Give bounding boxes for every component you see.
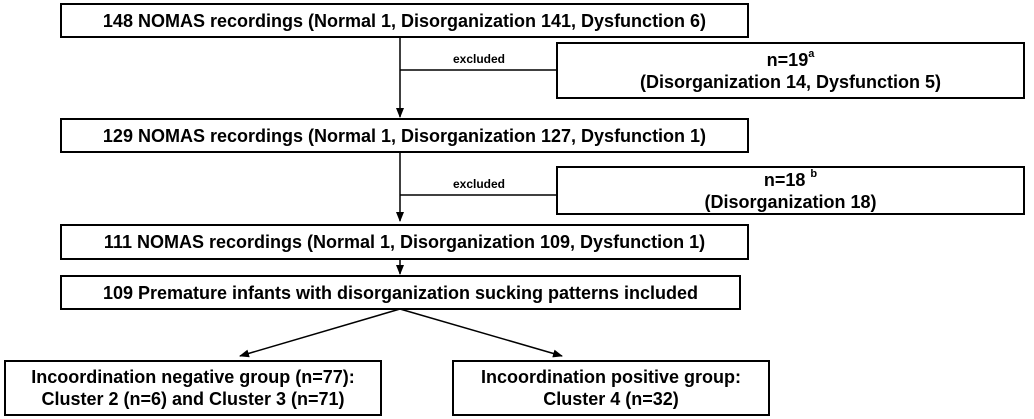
negative-group-box: Incoordination negative group (n=77): Cl… — [4, 360, 382, 416]
step3-text: 111 NOMAS recordings (Normal 1, Disorgan… — [103, 232, 706, 252]
arrow-to-positive-group — [399, 308, 563, 358]
exclusion2-box: n=18 b (Disorganization 18) — [556, 166, 1025, 215]
exclusion1-box: n=19a (Disorganization 14, Dysfunction 5… — [556, 42, 1025, 99]
exclusion2-count: n=18 b — [763, 167, 818, 190]
step1-text: 148 NOMAS recordings (Normal 1, Disorgan… — [102, 10, 707, 31]
step4-box: 109 Premature infants with disorganizati… — [60, 275, 741, 310]
exclusion1-detail: (Disorganization 14, Dysfunction 5) — [639, 71, 942, 92]
exclusion2-marker: b — [810, 167, 818, 180]
positive-group-box: Incoordination positive group: Cluster 4… — [452, 360, 770, 416]
arrow-to-negative-group — [239, 308, 401, 358]
step1-box: 148 NOMAS recordings (Normal 1, Disorgan… — [60, 3, 749, 38]
exclusion1-marker: a — [808, 47, 815, 60]
negative-group-line2: Cluster 2 (n=6) and Cluster 3 (n=71) — [41, 389, 345, 409]
positive-group-line1: Incoordination positive group: — [481, 367, 741, 387]
excluded-label-1: excluded — [452, 52, 506, 66]
negative-group-line1: Incoordination negative group (n=77): — [31, 367, 355, 387]
excluded-label-2: excluded — [452, 177, 506, 191]
step2-box: 129 NOMAS recordings (Normal 1, Disorgan… — [60, 118, 749, 153]
step4-text: 109 Premature infants with disorganizati… — [102, 282, 699, 303]
exclusion1-count: n=19a — [766, 47, 815, 70]
step3-box: 111 NOMAS recordings (Normal 1, Disorgan… — [60, 224, 749, 260]
exclusion2-detail: (Disorganization 18) — [704, 191, 877, 212]
positive-group-line2: Cluster 4 (n=32) — [543, 389, 679, 409]
step2-text: 129 NOMAS recordings (Normal 1, Disorgan… — [102, 125, 707, 146]
